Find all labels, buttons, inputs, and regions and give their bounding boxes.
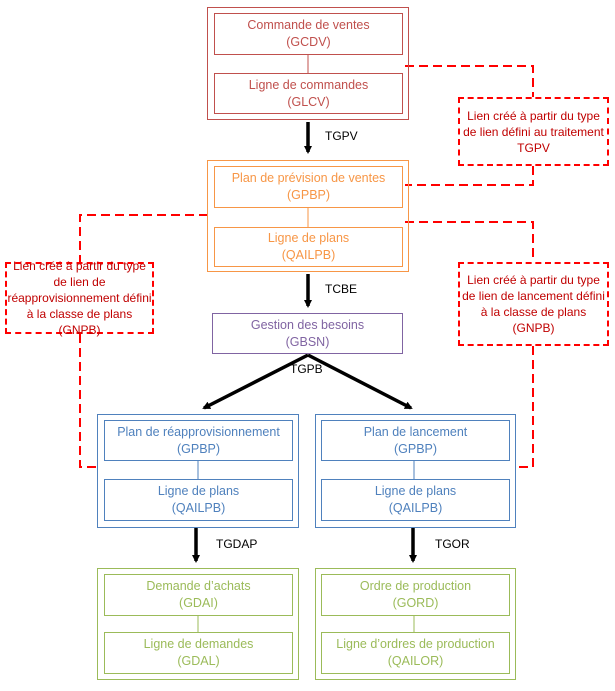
note-launch-link: Lien créé à partir du type de lien de la… [458, 262, 609, 346]
purchase-request-title: Demande d’achats [146, 579, 251, 593]
forecast-plan-box: Plan de prévision de ventes (GPBP) [214, 166, 403, 208]
order-line-code: (GLCV) [287, 94, 330, 109]
link-line-right-top [405, 221, 534, 262]
arrow-label-tgdap: TGDAP [216, 537, 258, 551]
production-line-box: Ligne d’ordres de production (QAILOR) [321, 632, 510, 674]
forecast-group [207, 160, 409, 272]
production-order-title: Ordre de production [359, 579, 472, 593]
replenishment-plan-code: (GPBP) [176, 441, 221, 456]
launch-plan-code: (GPBP) [393, 441, 438, 456]
production-group [315, 568, 516, 680]
link-line-right-bottom [515, 346, 534, 468]
arrow-label-tgpv: TGPV [325, 129, 358, 143]
production-order-box: Ordre de production (GORD) [321, 574, 510, 616]
forecast-line-box: Ligne de plans (QAILPB) [214, 227, 403, 267]
arrow-to-launch [307, 353, 413, 410]
request-line-box: Ligne de demandes (GDAL) [104, 632, 293, 674]
replenishment-group [97, 414, 299, 528]
launch-line-title: Ligne de plans [374, 484, 457, 498]
launch-plan-title: Plan de lancement [363, 424, 468, 439]
production-order-code: (GORD) [392, 596, 439, 610]
launch-plan-box: Plan de lancement (GPBP) [321, 420, 510, 461]
arrow-label-tgor: TGOR [435, 537, 470, 551]
purchase-request-box: Demande d’achats (GDAI) [104, 574, 293, 616]
order-line-box: Ligne de commandes (GLCV) [214, 73, 403, 114]
arrow-to-replenishment [202, 353, 309, 410]
note-tgpv-link: Lien créé à partir du type de lien défin… [458, 97, 609, 166]
note-replenishment-link: Lien créé à partir du type de lien de ré… [5, 259, 154, 337]
forecast-line-code: (QAILPB) [281, 248, 336, 262]
link-line-left-top [79, 214, 208, 262]
production-line-title: Ligne d’ordres de production [336, 637, 495, 651]
link-lines [79, 65, 534, 468]
production-line-code: (QAILOR) [387, 654, 444, 668]
replenishment-plan-title: Plan de réapprovisionnement [117, 424, 280, 439]
purchase-group [97, 568, 299, 680]
sales-order-code: (GCDV) [286, 35, 331, 49]
purchase-request-code: (GDAI) [179, 596, 218, 610]
launch-line-box: Ligne de plans (QAILPB) [321, 479, 510, 521]
link-line-tgpv-top [405, 65, 534, 97]
arrow-label-tcbe: TCBE [325, 282, 358, 296]
launch-group [315, 414, 516, 528]
forecast-line-title: Ligne de plans [267, 231, 350, 245]
arrow-label-tgpb: TGPB [290, 362, 323, 376]
replenishment-line-code: (QAILPB) [171, 501, 226, 515]
request-line-code: (GDAL) [177, 654, 220, 668]
forecast-plan-code: (GPBP) [286, 188, 331, 202]
replenishment-line-box: Ligne de plans (QAILPB) [104, 479, 293, 521]
sales-order-group [207, 7, 409, 120]
request-line-title: Ligne de demandes [143, 637, 254, 651]
replenishment-line-title: Ligne de plans [157, 484, 240, 498]
link-line-tgpv-bottom [405, 166, 534, 186]
needs-management-title: Gestion des besoins [250, 317, 365, 332]
forecast-plan-title: Plan de prévision de ventes [231, 171, 386, 185]
needs-management-code: (GBSN) [285, 334, 330, 349]
replenishment-plan-box: Plan de réapprovisionnement (GPBP) [104, 420, 293, 461]
sales-order-title: Commande de ventes [247, 18, 370, 32]
sales-order-box: Commande de ventes (GCDV) [214, 13, 403, 55]
order-line-title: Ligne de commandes [248, 77, 369, 92]
link-line-left-bottom [79, 334, 98, 468]
launch-line-code: (QAILPB) [388, 501, 443, 515]
needs-management-box: Gestion des besoins (GBSN) [212, 313, 403, 354]
